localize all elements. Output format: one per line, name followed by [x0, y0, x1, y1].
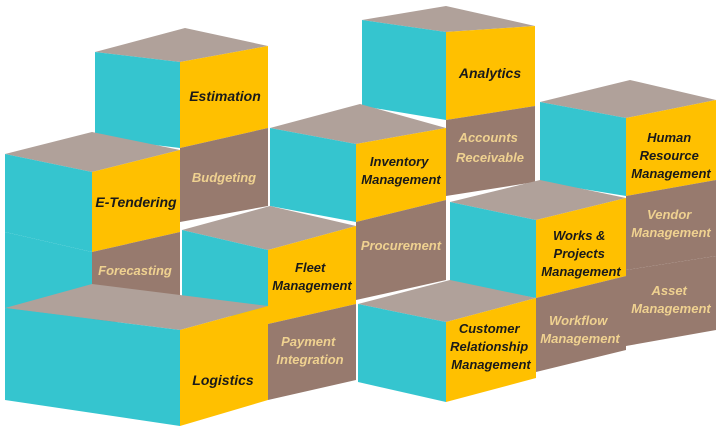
block-label-accounts-receivable-1: Accounts [458, 130, 518, 145]
svg-text:Customer Relationship: Customer Relationship Management [450, 321, 532, 372]
svg-text:Vendor Management: Vendor Management [631, 207, 711, 240]
block-inventory-management: Inventory Management [270, 104, 446, 222]
block-label-e-tendering: E-Tendering [95, 194, 177, 210]
block-logistics: Logistics [5, 284, 268, 426]
block-works-projects-management: Works & Projects Management [450, 180, 626, 298]
block-workflow-management: Workflow Management [536, 276, 626, 372]
block-analytics: Analytics [362, 6, 535, 120]
block-label-forecasting: Forecasting [98, 263, 172, 278]
svg-text:Accounts Receivable: Accounts Receivable [456, 130, 524, 165]
block-human-resource-management: Human Resource Management [540, 80, 716, 196]
block-label-accounts-receivable-2: Receivable [456, 150, 524, 165]
block-estimation: Estimation [95, 28, 268, 148]
block-label-logistics: Logistics [192, 372, 254, 388]
svg-text:Works & Projects M: Works & Projects Management [541, 228, 621, 279]
svg-text:Human Resource Man: Human Resource Management [631, 130, 711, 181]
svg-text:Payment Integration: Payment Integration [276, 334, 343, 367]
block-vendor-management: Vendor Management [626, 180, 716, 270]
svg-text:Asset Management: Asset Management [631, 283, 711, 316]
block-label-budgeting: Budgeting [192, 170, 256, 185]
svg-text:Fleet Management: Fleet Management [272, 260, 352, 293]
svg-text:Inventory Management: Inventory Management [361, 154, 441, 187]
block-label-procurement: Procurement [361, 238, 442, 253]
block-customer-relationship-management: Customer Relationship Management [358, 280, 536, 402]
block-payment-integration: Payment Integration [268, 304, 356, 400]
block-accounts-receivable: Accounts Receivable [446, 106, 535, 196]
block-label-analytics: Analytics [458, 65, 521, 81]
block-budgeting: Budgeting [180, 128, 268, 222]
block-label-estimation: Estimation [189, 88, 261, 104]
block-e-tendering: E-Tendering [5, 132, 180, 252]
block-procurement: Procurement [356, 200, 446, 300]
block-asset-management: Asset Management [626, 256, 716, 346]
svg-text:Workflow Management: Workflow Management [540, 313, 620, 346]
